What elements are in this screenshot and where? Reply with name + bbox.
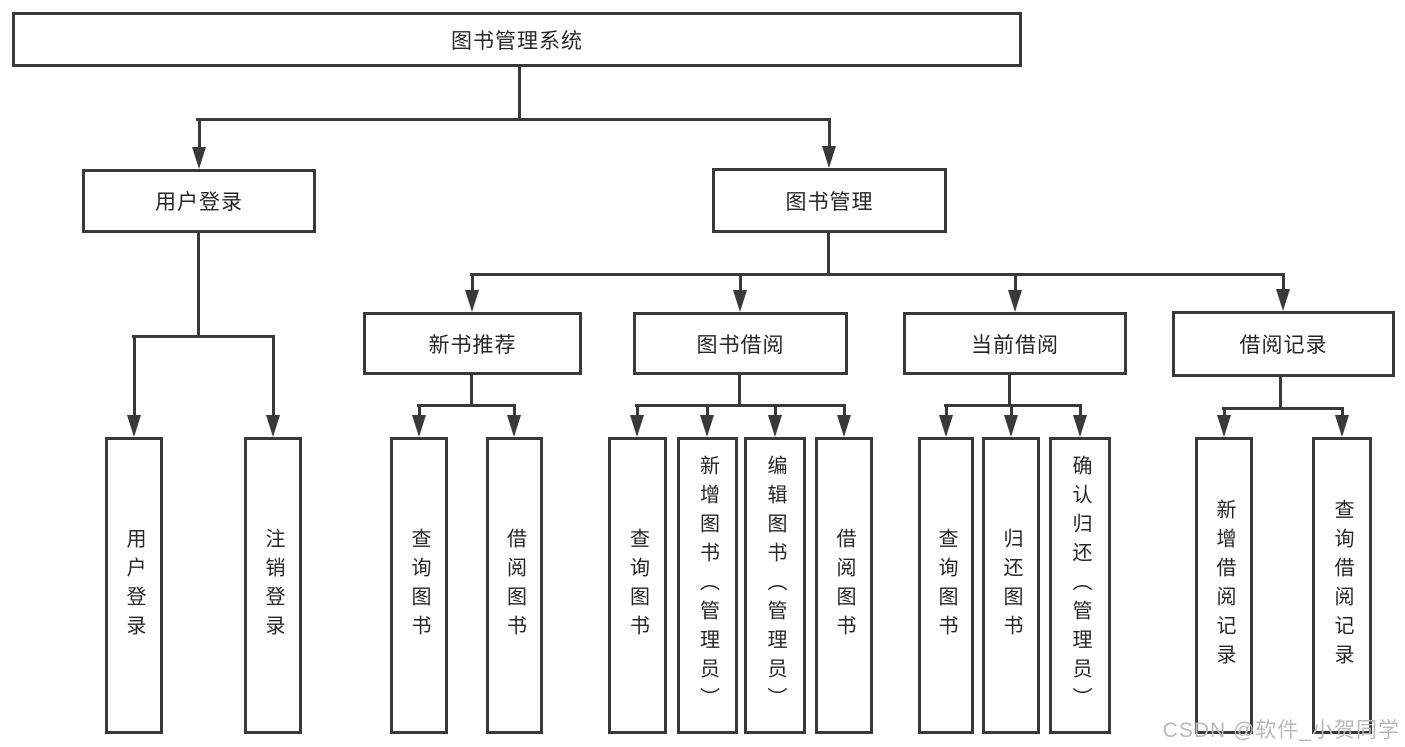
arrow-down-icon (266, 335, 280, 437)
node-label: 编辑图书（管理员） (764, 455, 786, 716)
node-label: 注销登录 (262, 527, 284, 644)
node-label: 新增借阅记录 (1213, 498, 1235, 673)
arrow-down-icon (1008, 273, 1022, 312)
connector-borrow-record-split (1222, 407, 1344, 410)
leaf-confirm-return-admin: 确认归还（管理员） (1049, 437, 1111, 734)
arrow-down-icon (507, 404, 521, 437)
leaf-user-login: 用户登录 (105, 437, 163, 734)
leaf-borrow-books: 借阅图书 (815, 437, 873, 734)
node-label: 查询图书 (626, 527, 649, 644)
leaf-query-books-borrow: 查询图书 (608, 437, 667, 734)
connector-root-split (196, 118, 831, 121)
connector-current-borrow-split (944, 404, 1082, 407)
node-label: 新增图书（管理员） (696, 455, 719, 716)
node-root-system: 图书管理系统 (12, 12, 1022, 67)
node-label: 查询图书 (408, 527, 430, 644)
leaf-edit-books-admin: 编辑图书（管理员） (744, 437, 806, 734)
arrow-down-icon (733, 273, 747, 312)
arrow-down-icon (1335, 407, 1349, 437)
node-label: 借阅图书 (503, 527, 526, 644)
node-label: 当前借阅 (971, 333, 1059, 357)
arrow-down-icon (939, 404, 953, 437)
arrow-down-icon (1004, 404, 1018, 437)
arrow-down-icon (768, 404, 782, 437)
node-current-borrow: 当前借阅 (903, 312, 1127, 375)
node-label: 借阅图书 (833, 527, 855, 644)
arrow-down-icon (192, 118, 206, 169)
leaf-add-borrow-record: 新增借阅记录 (1195, 437, 1253, 734)
watermark-csdn: CSDN @软件_小贺同学 (1162, 719, 1400, 742)
leaf-return-books: 归还图书 (982, 437, 1040, 734)
node-book-borrow: 图书借阅 (633, 312, 848, 375)
node-label: 图书借阅 (696, 333, 785, 357)
node-label: 查询借阅记录 (1331, 498, 1353, 673)
node-label: 图书管理 (785, 190, 874, 214)
arrow-down-icon (1217, 407, 1231, 437)
arrow-down-icon (412, 404, 426, 437)
arrow-down-icon (822, 118, 836, 168)
node-book-management: 图书管理 (712, 168, 947, 233)
connector-book-borrow-split (635, 404, 846, 407)
connector-user-login-drop (197, 233, 200, 335)
connector-book-borrow-drop (738, 375, 741, 404)
leaf-logout: 注销登录 (244, 437, 302, 734)
connector-recommend-drop (470, 375, 473, 404)
node-label: 用户登录 (123, 527, 145, 644)
node-label: 归还图书 (1000, 527, 1022, 644)
leaf-query-books-recommend: 查询图书 (390, 437, 448, 734)
leaf-add-books-admin: 新增图书（管理员） (677, 437, 738, 734)
connector-user-login-split (132, 335, 275, 338)
node-new-book-recommend: 新书推荐 (363, 312, 582, 375)
arrow-down-icon (465, 273, 479, 312)
connector-book-mgmt-drop (827, 233, 830, 273)
node-label: 确认归还（管理员） (1069, 455, 1091, 716)
node-label: 查询图书 (935, 527, 957, 644)
leaf-query-books-current: 查询图书 (918, 437, 974, 734)
arrow-down-icon (700, 404, 714, 437)
connector-recommend-split (417, 404, 516, 407)
leaf-query-borrow-record: 查询借阅记录 (1312, 437, 1372, 734)
connector-book-mgmt-split (470, 273, 1285, 276)
node-user-login: 用户登录 (82, 169, 316, 233)
arrow-down-icon (127, 335, 141, 437)
node-label: 新书推荐 (428, 333, 517, 357)
arrow-down-icon (1073, 404, 1087, 437)
connector-borrow-record-drop (1279, 377, 1282, 407)
node-borrow-records: 借阅记录 (1172, 311, 1395, 377)
node-label: 借阅记录 (1239, 334, 1328, 357)
connector-root-drop (518, 66, 521, 120)
node-label: 图书管理系统 (451, 29, 583, 53)
connector-current-borrow-drop (1008, 375, 1011, 404)
arrow-down-icon (837, 404, 851, 437)
arrow-down-icon (1276, 273, 1290, 311)
node-label: 用户登录 (155, 191, 243, 214)
leaf-borrow-books-recommend: 借阅图书 (486, 437, 543, 734)
arrow-down-icon (630, 404, 644, 437)
